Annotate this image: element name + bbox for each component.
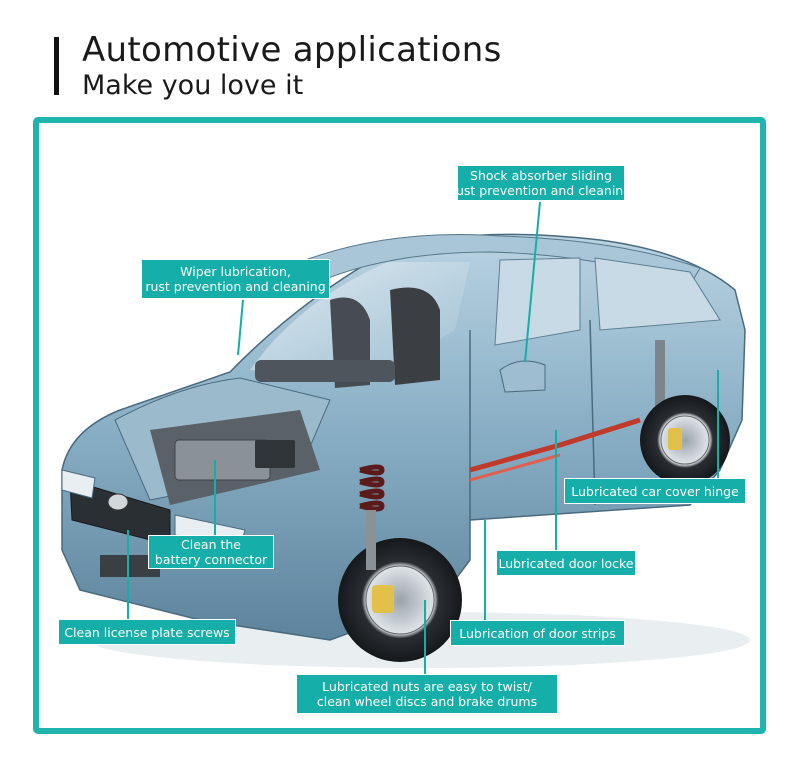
dashboard	[255, 360, 395, 382]
rear-shock	[655, 340, 665, 420]
roof	[299, 233, 701, 286]
front-coil-spring	[359, 464, 385, 512]
brake-line-2	[469, 453, 561, 482]
brake-line	[469, 417, 641, 473]
rear-caliper	[668, 428, 682, 450]
callout-shock-absorber: Shock absorber sliding rust prevention a…	[451, 165, 631, 201]
callout-wiper-line1: Wiper lubrication,	[180, 264, 291, 279]
brake-caliper	[372, 585, 394, 613]
callout-door-lock-line1: Lubricated door locke	[498, 555, 634, 571]
callout-door-strips: Lubrication of door strips	[450, 620, 625, 646]
callout-wiper-line2: rust prevention and cleaning	[145, 279, 326, 294]
callout-wheel-nuts-line2: clean wheel discs and brake drums	[316, 694, 538, 709]
callout-license-plate: Clean license plate screws	[58, 619, 236, 645]
front-strut	[366, 510, 376, 570]
rear-side-window	[594, 257, 721, 331]
callout-car-cover-hinge: Lubricated car cover hinge	[564, 478, 746, 504]
driver-seat	[390, 287, 440, 385]
callout-wiper: Wiper lubrication, rust prevention and c…	[141, 259, 330, 299]
headlight-left	[61, 469, 96, 499]
side-mirror	[499, 360, 546, 393]
leader-lines	[127, 201, 719, 676]
callout-battery: Clean the battery connector	[148, 535, 274, 569]
callout-door-strips-line1: Lubrication of door strips	[459, 625, 616, 641]
page-subtitle: Make you love it	[82, 70, 304, 101]
callout-battery-line2: battery connector	[154, 552, 268, 567]
callout-wheel-nuts: Lubricated nuts are easy to twist/ clean…	[296, 674, 558, 714]
door-seam-rear	[589, 319, 596, 506]
callout-battery-line1: Clean the	[181, 537, 241, 552]
license-plate	[100, 555, 160, 577]
callout-door-lock: Lubricated door locke	[496, 550, 636, 576]
callout-shock-absorber-line1: Shock absorber sliding	[470, 168, 612, 183]
callout-license-plate-line1: Clean license plate screws	[64, 624, 230, 640]
battery	[255, 440, 295, 468]
callout-wheel-nuts-line1: Lubricated nuts are easy to twist/	[322, 679, 532, 694]
badge	[107, 493, 129, 511]
title-accent-bar	[54, 37, 59, 95]
callout-car-cover-hinge-line1: Lubricated car cover hinge	[571, 483, 739, 499]
callout-shock-absorber-line2: rust prevention and cleaning	[450, 183, 632, 198]
front-brake-disc	[365, 565, 435, 635]
front-side-window	[494, 257, 581, 346]
page-title: Automotive applications	[82, 30, 502, 70]
